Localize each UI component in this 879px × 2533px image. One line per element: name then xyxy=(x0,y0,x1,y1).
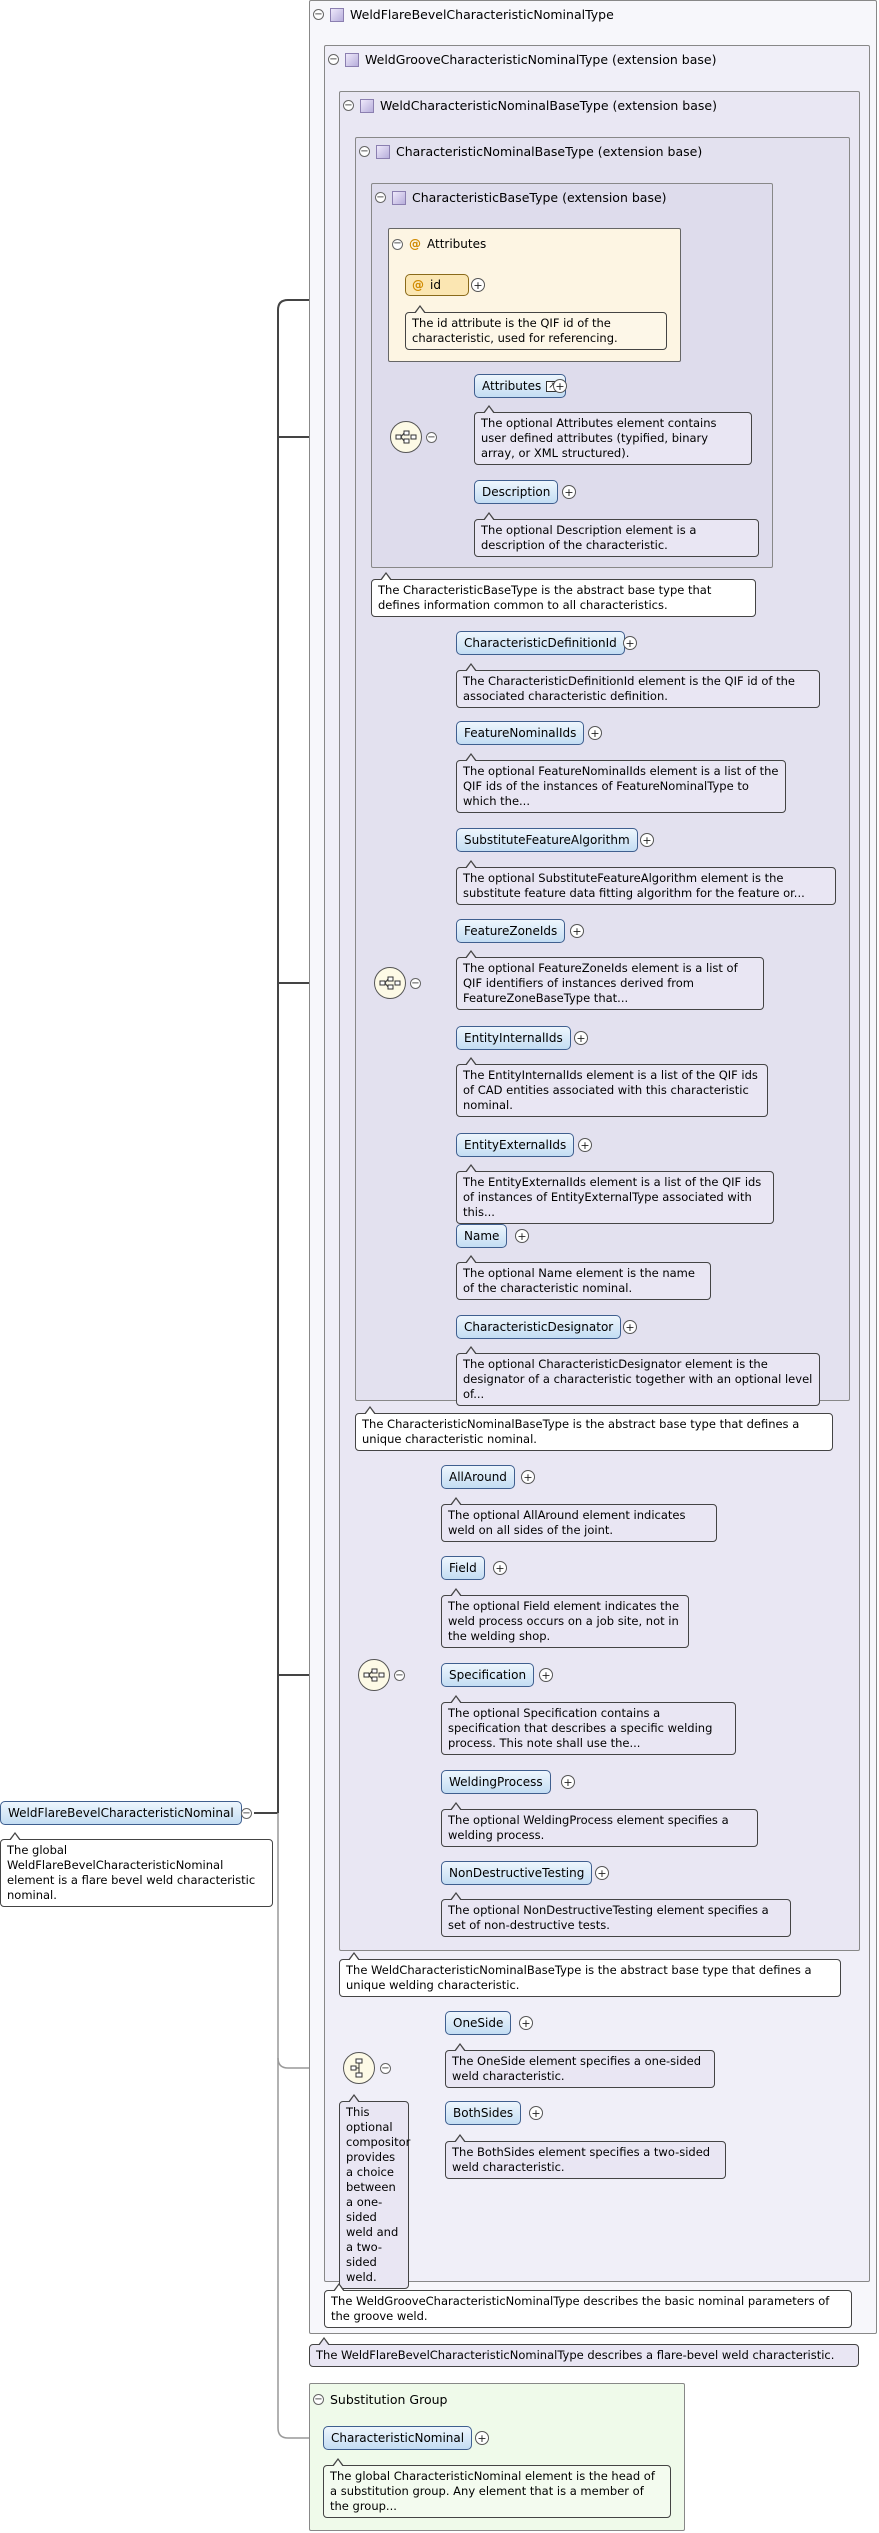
element-attributes-annotation: The optional Attributes element contains… xyxy=(474,405,752,465)
root-element-annotation: The global WeldFlareBevelCharacteristicN… xyxy=(0,1832,273,1907)
expand-plus-icon[interactable]: + xyxy=(539,1668,553,1682)
expand-plus-icon[interactable]: + xyxy=(623,1320,637,1334)
element-welding-process[interactable]: WeldingProcess xyxy=(441,1770,551,1794)
choice-compositor-annotation: This optional compositor provides a choi… xyxy=(339,2094,410,2289)
expand-plus-icon[interactable]: + xyxy=(561,1775,575,1789)
expand-plus-icon[interactable]: + xyxy=(515,1229,529,1243)
collapse-toggle-icon[interactable]: − xyxy=(359,145,370,157)
complex-type-icon xyxy=(360,98,374,113)
element-non-destructive-testing[interactable]: NonDestructiveTesting xyxy=(441,1861,593,1885)
element-characteristic-designator-annotation: The optional CharacteristicDesignator el… xyxy=(456,1346,820,1406)
element-all-around[interactable]: AllAround xyxy=(441,1465,515,1489)
element-feature-zone-ids-annotation: The optional FeatureZoneIds element is a… xyxy=(456,950,764,1010)
element-name-annotation: The optional Name element is the name of… xyxy=(456,1255,711,1300)
weldbase-type-title: WeldCharacteristicNominalBaseType (exten… xyxy=(380,98,717,113)
collapse-toggle-icon[interactable]: − xyxy=(380,2062,391,2074)
expand-plus-icon[interactable]: + xyxy=(595,1866,609,1880)
root-element[interactable]: WeldFlareBevelCharacteristicNominal xyxy=(0,1801,242,1825)
groove-type-title: WeldGrooveCharacteristicNominalType (ext… xyxy=(365,52,717,67)
collapse-toggle-icon[interactable]: − xyxy=(343,99,354,111)
weldbase-type-annotation: The WeldCharacteristicNominalBaseType is… xyxy=(339,1952,841,1997)
flare-type-title: WeldFlareBevelCharacteristicNominalType xyxy=(350,7,614,22)
id-attribute-annotation: The id attribute is the QIF id of the ch… xyxy=(405,305,667,350)
collapse-toggle-icon[interactable]: − xyxy=(392,238,403,250)
expand-plus-icon[interactable]: + xyxy=(562,485,576,499)
element-description[interactable]: Description xyxy=(474,480,559,504)
id-attribute[interactable]: @ id xyxy=(405,274,469,296)
element-entity-external-ids[interactable]: EntityExternalIds xyxy=(456,1133,575,1157)
element-all-around-annotation: The optional AllAround element indicates… xyxy=(441,1497,717,1542)
expand-plus-icon[interactable]: + xyxy=(574,1031,588,1045)
attribute-icon: @ xyxy=(409,237,421,251)
element-entity-internal-ids[interactable]: EntityInternalIds xyxy=(456,1026,571,1050)
expand-plus-icon[interactable]: + xyxy=(570,924,584,938)
element-characteristic-nominal[interactable]: CharacteristicNominal xyxy=(323,2426,473,2450)
element-substitute-feature-algorithm[interactable]: SubstituteFeatureAlgorithm xyxy=(456,828,638,852)
element-characteristic-nominal-annotation: The global CharacteristicNominal element… xyxy=(323,2458,671,2518)
expand-plus-icon[interactable]: + xyxy=(553,379,567,393)
choice-compositor-icon[interactable] xyxy=(343,2052,375,2084)
element-entity-external-ids-annotation: The EntityExternalIds element is a list … xyxy=(456,1164,774,1224)
element-characteristic-definition-id[interactable]: CharacteristicDefinitionId xyxy=(456,631,625,655)
element-both-sides-annotation: The BothSides element specifies a two-si… xyxy=(445,2134,726,2179)
complex-type-icon xyxy=(330,7,344,22)
sequence-compositor-icon[interactable] xyxy=(374,967,406,999)
expand-plus-icon[interactable]: + xyxy=(529,2106,543,2120)
element-characteristic-designator[interactable]: CharacteristicDesignator xyxy=(456,1315,622,1339)
element-entity-internal-ids-annotation: The EntityInternalIds element is a list … xyxy=(456,1057,768,1117)
charbase-type-title: CharacteristicBaseType (extension base) xyxy=(412,190,667,205)
element-feature-nominal-ids-annotation: The optional FeatureNominalIds element i… xyxy=(456,753,786,813)
attribute-icon: @ xyxy=(412,278,424,292)
element-specification-annotation: The optional Specification contains a sp… xyxy=(441,1695,736,1755)
element-feature-zone-ids[interactable]: FeatureZoneIds xyxy=(456,919,566,943)
element-non-destructive-testing-annotation: The optional NonDestructiveTesting eleme… xyxy=(441,1892,791,1937)
element-one-side[interactable]: OneSide xyxy=(445,2011,512,2035)
expand-plus-icon[interactable]: + xyxy=(640,833,654,847)
expand-plus-icon[interactable]: + xyxy=(519,2016,533,2030)
element-field[interactable]: Field xyxy=(441,1556,485,1580)
substitution-group-title: Substitution Group xyxy=(330,2392,448,2407)
collapse-toggle-icon[interactable]: − xyxy=(313,2393,324,2405)
flare-type-annotation: The WeldFlareBevelCharacteristicNominalT… xyxy=(309,2337,859,2367)
collapse-toggle-icon[interactable]: − xyxy=(313,8,324,20)
collapse-toggle-icon[interactable]: − xyxy=(410,977,421,989)
collapse-toggle-icon[interactable]: − xyxy=(328,53,339,65)
nominalbase-type-annotation: The CharacteristicNominalBaseType is the… xyxy=(355,1406,833,1451)
attributes-title: Attributes xyxy=(427,237,487,251)
element-field-annotation: The optional Field element indicates the… xyxy=(441,1588,689,1648)
element-one-side-annotation: The OneSide element specifies a one-side… xyxy=(445,2043,715,2088)
charbase-type-annotation: The CharacteristicBaseType is the abstra… xyxy=(371,572,756,617)
sequence-compositor-icon[interactable] xyxy=(390,421,422,453)
expand-plus-icon[interactable]: + xyxy=(578,1138,592,1152)
element-name[interactable]: Name xyxy=(456,1224,508,1248)
element-substitute-feature-algorithm-annotation: The optional SubstituteFeatureAlgorithm … xyxy=(456,860,836,905)
collapse-toggle-icon[interactable]: − xyxy=(426,431,437,443)
complex-type-icon xyxy=(345,52,359,67)
collapse-toggle-icon[interactable]: − xyxy=(241,1807,252,1819)
element-attributes[interactable]: Attributes ↗ xyxy=(474,374,566,398)
complex-type-icon xyxy=(376,144,390,159)
sequence-compositor-icon[interactable] xyxy=(358,1659,390,1691)
element-characteristic-definition-id-annotation: The CharacteristicDefinitionId element i… xyxy=(456,663,820,708)
expand-plus-icon[interactable]: + xyxy=(493,1561,507,1575)
element-both-sides[interactable]: BothSides xyxy=(445,2101,522,2125)
complex-type-icon xyxy=(392,190,406,205)
expand-plus-icon[interactable]: + xyxy=(471,278,485,292)
expand-plus-icon[interactable]: + xyxy=(475,2431,489,2445)
collapse-toggle-icon[interactable]: − xyxy=(375,191,386,203)
element-description-annotation: The optional Description element is a de… xyxy=(474,512,759,557)
groove-type-annotation: The WeldGrooveCharacteristicNominalType … xyxy=(324,2283,852,2328)
element-welding-process-annotation: The optional WeldingProcess element spec… xyxy=(441,1802,758,1847)
expand-plus-icon[interactable]: + xyxy=(521,1470,535,1484)
element-feature-nominal-ids[interactable]: FeatureNominalIds xyxy=(456,721,585,745)
expand-plus-icon[interactable]: + xyxy=(623,636,637,650)
element-specification[interactable]: Specification xyxy=(441,1663,535,1687)
nominalbase-type-title: CharacteristicNominalBaseType (extension… xyxy=(396,144,703,159)
collapse-toggle-icon[interactable]: − xyxy=(394,1669,405,1681)
expand-plus-icon[interactable]: + xyxy=(588,726,602,740)
id-attribute-label: id xyxy=(430,278,441,292)
